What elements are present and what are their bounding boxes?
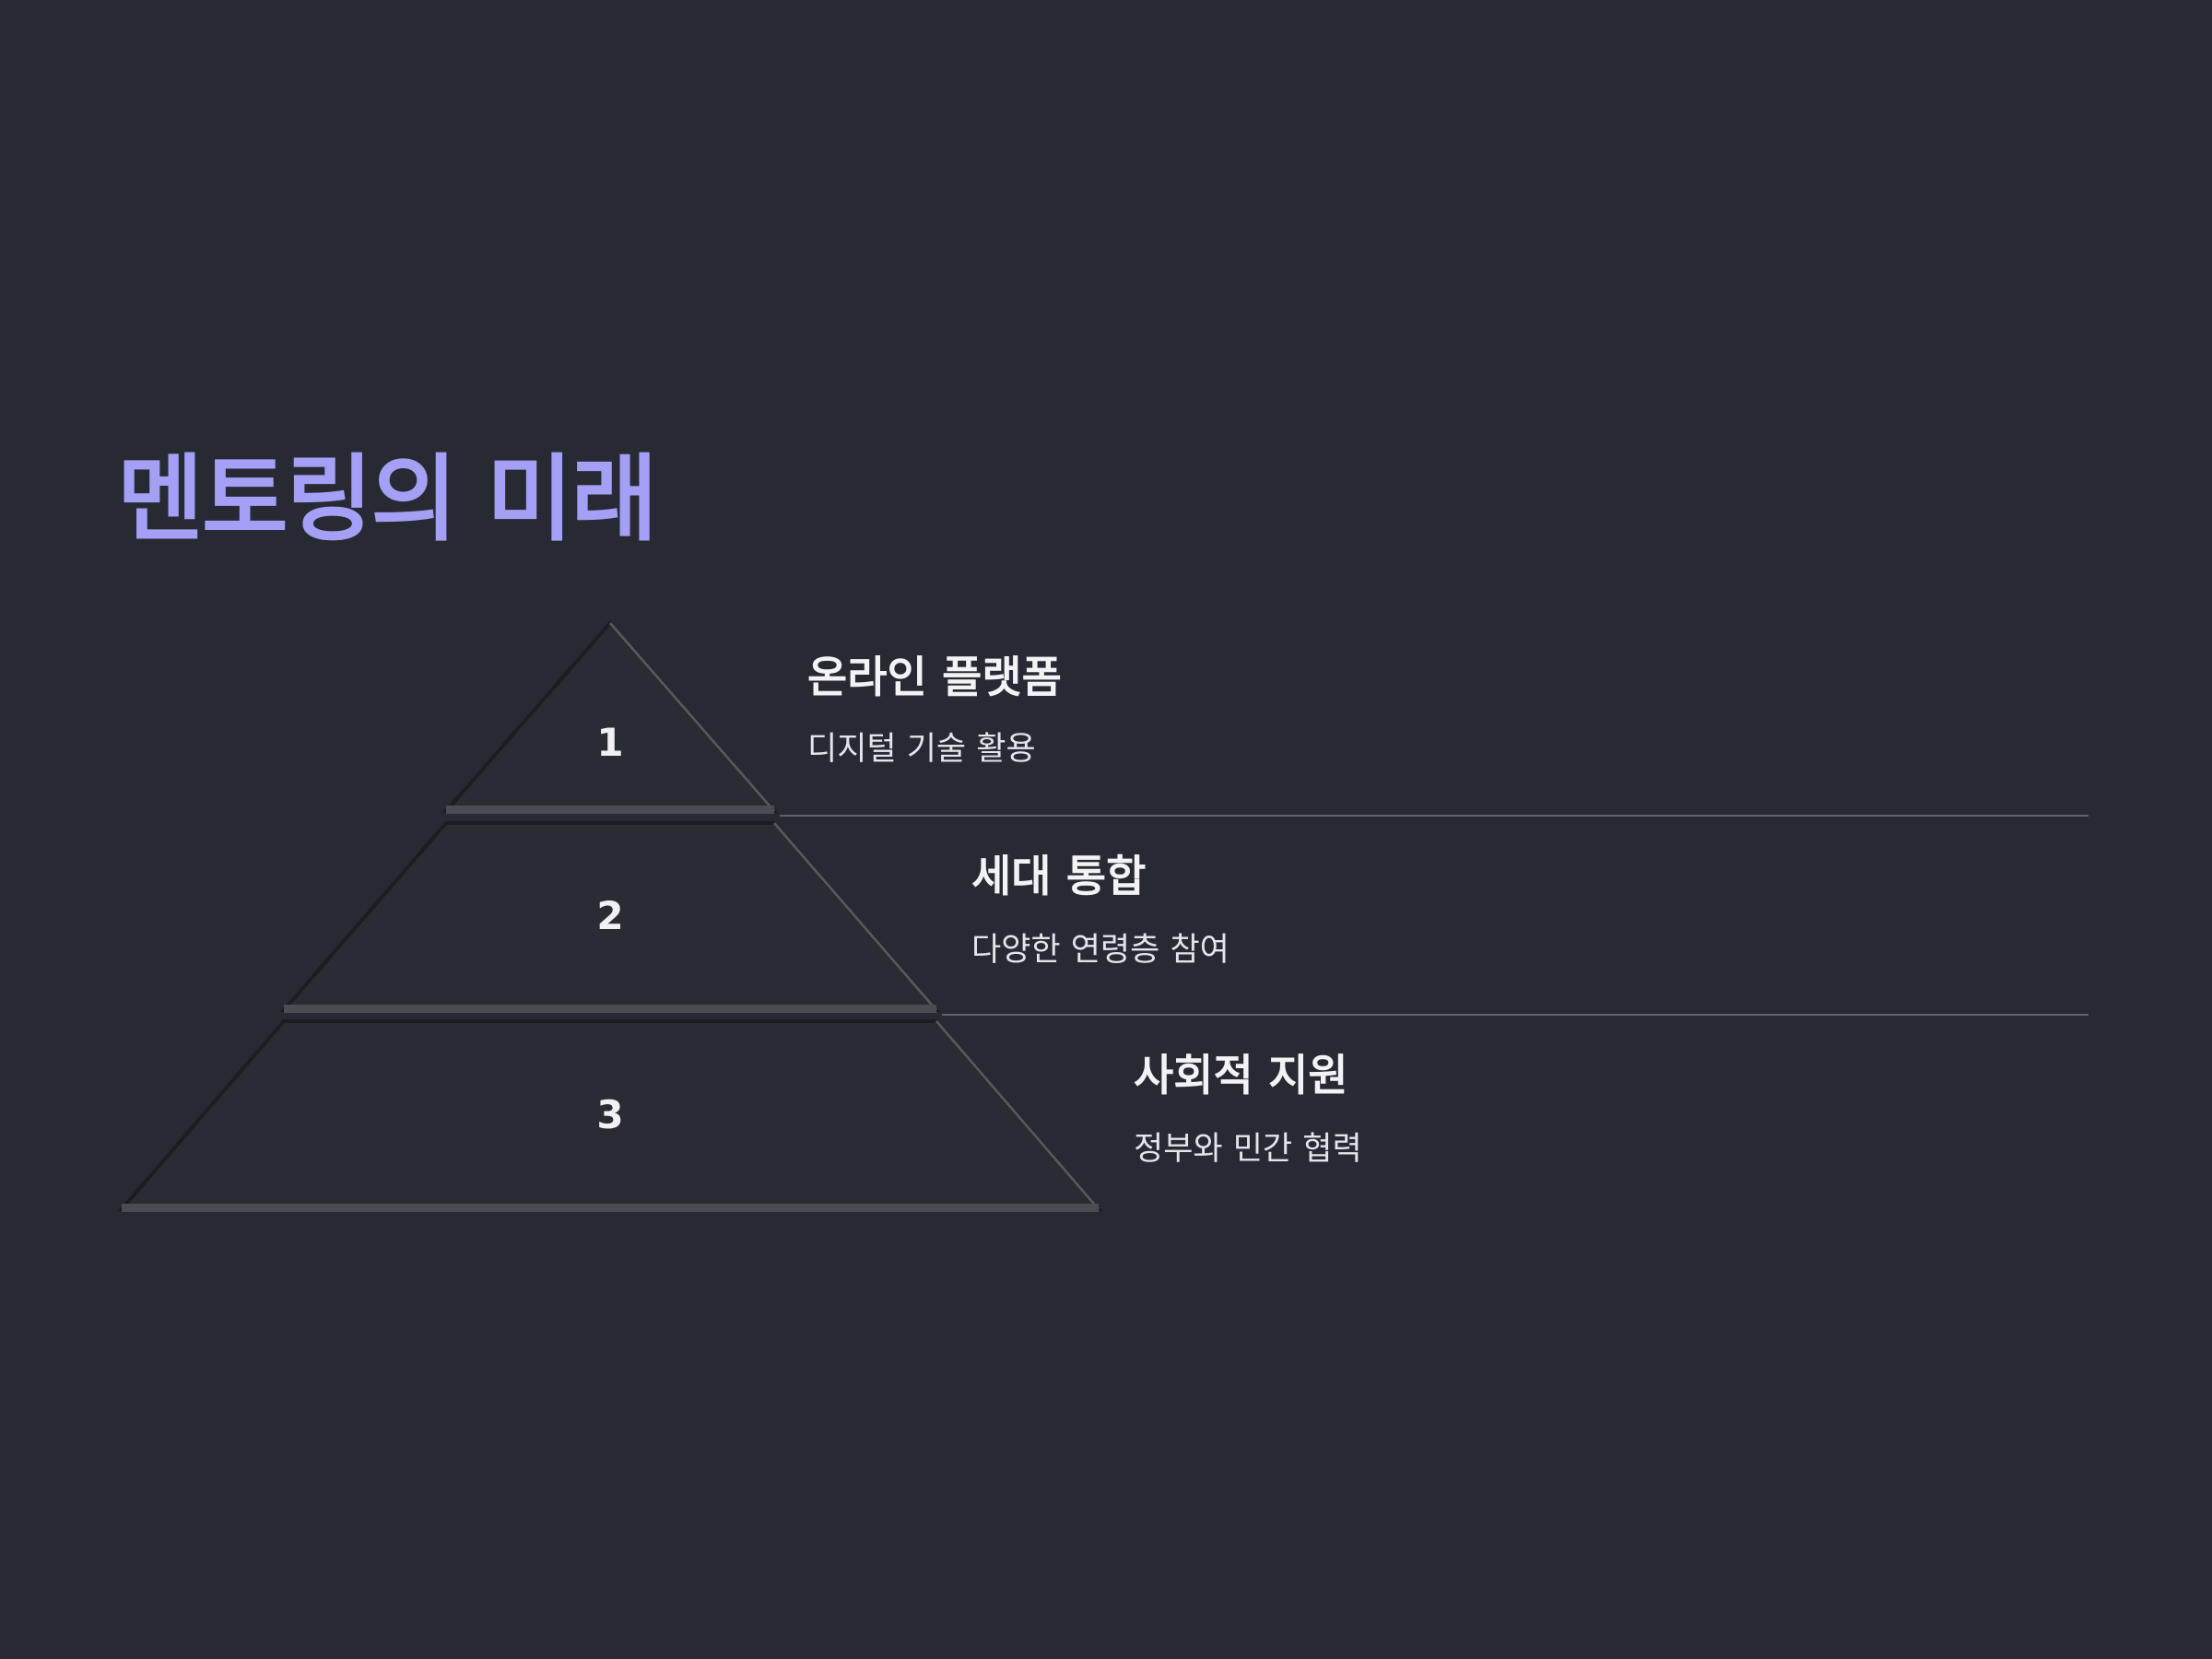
tier-2-title: 세대 통합 — [971, 852, 1147, 902]
tier-number-3: 3 — [596, 1092, 623, 1137]
pyramid-tier-2: 2 — [279, 821, 941, 1013]
pyramid-tier-1: 1 — [441, 619, 779, 814]
tier-3-title: 사회적 지원 — [1134, 1051, 1348, 1101]
tier-number-2: 2 — [596, 893, 623, 938]
tier-2-description: 다양한 연령층 참여 — [971, 932, 1230, 969]
tier-1-title: 온라인 플랫폼 — [807, 653, 1062, 703]
tier-number-1: 1 — [596, 720, 623, 765]
tier-3-description: 정부와 민간 협력 — [1134, 1131, 1362, 1168]
pyramid-tier-3: 3 — [117, 1019, 1103, 1212]
slide-title: 멘토링의 미래 — [117, 445, 658, 555]
tier-1-description: 디지털 기술 활용 — [807, 731, 1036, 768]
divider-1 — [780, 815, 2088, 817]
divider-2 — [942, 1014, 2088, 1016]
